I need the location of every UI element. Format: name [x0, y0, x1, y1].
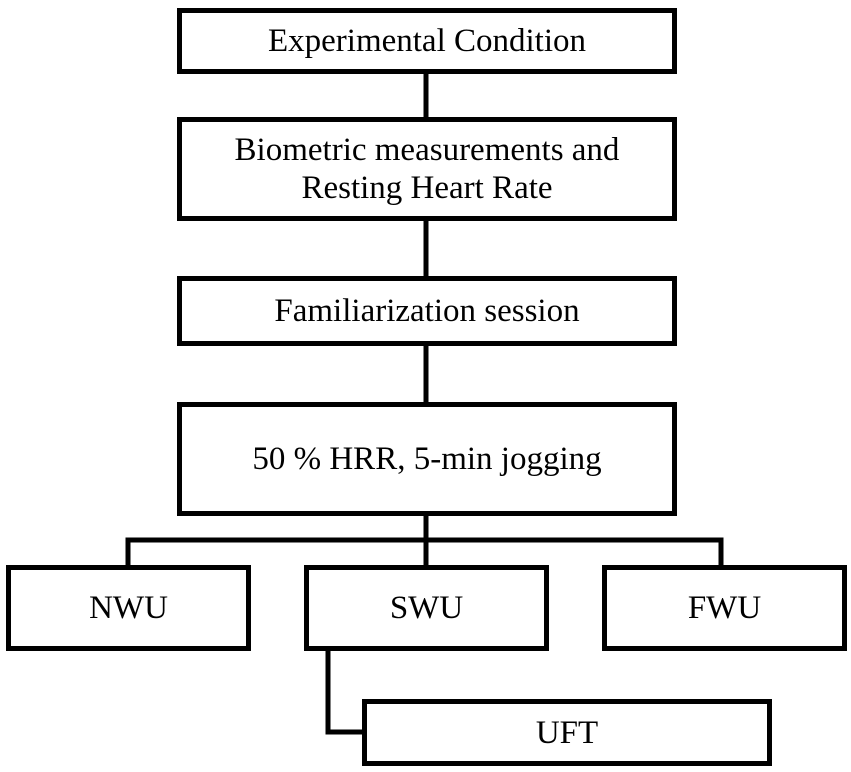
node-uft: UFT: [362, 699, 772, 766]
node-label-line-1: Biometric measurements and: [234, 132, 620, 168]
node-experimental-condition: Experimental Condition: [177, 8, 677, 74]
node-nwu: NWU: [6, 565, 251, 651]
node-label: SWU: [389, 590, 464, 626]
node-label: UFT: [535, 714, 599, 751]
node-familiarization-session: Familiarization session: [177, 276, 677, 346]
node-label: Experimental Condition: [267, 23, 587, 59]
node-swu: SWU: [304, 565, 549, 651]
node-fwu: FWU: [602, 565, 847, 651]
node-jogging-warmup: 50 % HRR, 5-min jogging: [177, 402, 677, 516]
node-biometric-measurements: Biometric measurements and Resting Heart…: [177, 117, 677, 221]
node-label: NWU: [89, 590, 168, 626]
node-label: FWU: [687, 590, 762, 626]
node-label-line-2: Resting Heart Rate: [301, 170, 553, 206]
edge-swu-uft: [325, 648, 365, 735]
node-label: Familiarization session: [274, 293, 580, 329]
node-label: 50 % HRR, 5-min jogging: [252, 441, 602, 477]
